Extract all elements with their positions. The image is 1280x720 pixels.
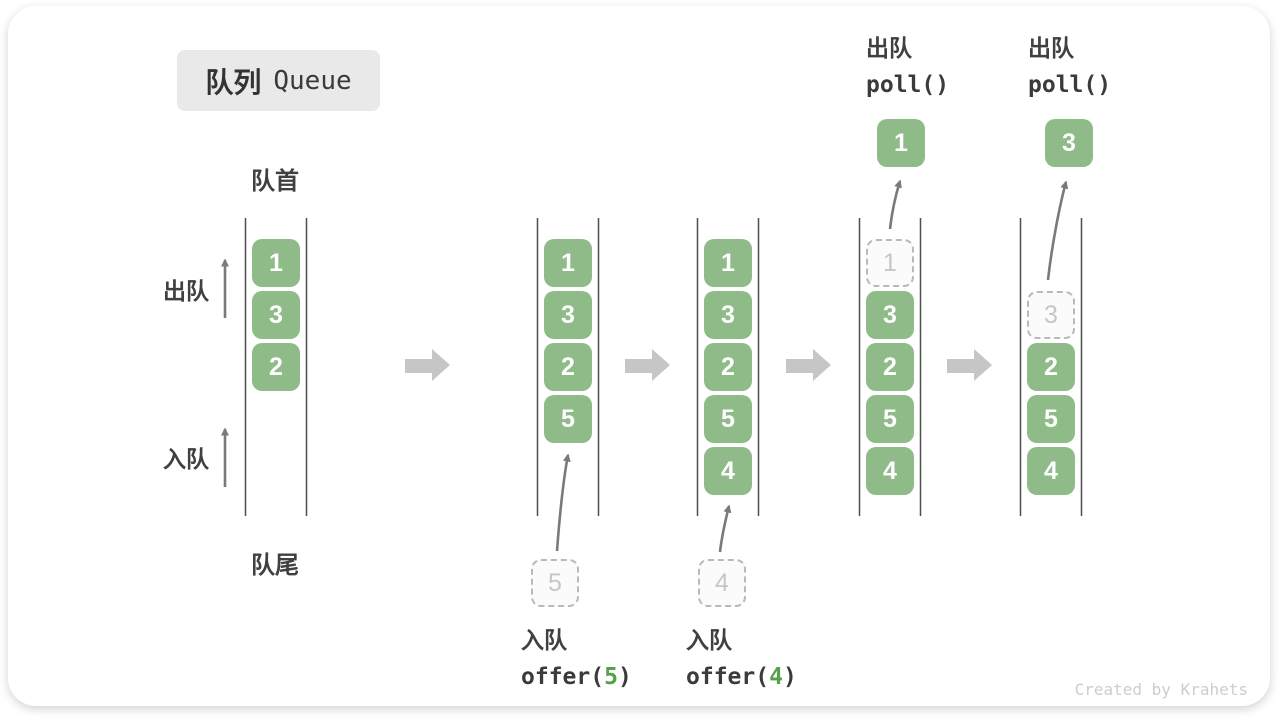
queue-item: 2 — [252, 343, 300, 391]
queue-item: 5 — [866, 395, 914, 443]
queue-item: 4 — [866, 447, 914, 495]
offer-label-zh: 入队 — [686, 627, 732, 653]
queue-item: 4 — [1027, 447, 1075, 495]
label-enqueue-side: 入队 — [163, 446, 209, 472]
incoming-item-ghost: 4 — [698, 559, 746, 607]
poll-label-code: poll() — [866, 72, 950, 98]
label-queue-front: 队首 — [251, 168, 299, 195]
queue-item: 3 — [544, 291, 592, 339]
watermark: Created by Krahets — [1074, 680, 1248, 699]
queue-item: 3 — [866, 291, 914, 339]
offer-label-code: offer(4) — [686, 664, 797, 690]
title-box: 队列 Queue — [177, 50, 380, 111]
flow-arrow — [405, 349, 450, 381]
queue-item: 3 — [704, 291, 752, 339]
label-dequeue-side: 出队 — [163, 278, 209, 304]
offer-arg: 5 — [604, 664, 618, 690]
queue-item: 3 — [252, 291, 300, 339]
offer-label-zh: 入队 — [521, 627, 567, 653]
poll-label-zh: 出队 — [866, 35, 912, 61]
label-queue-rear: 队尾 — [251, 552, 299, 579]
queue-item: 5 — [544, 395, 592, 443]
queue-item: 2 — [866, 343, 914, 391]
arrows-overlay — [221, 179, 1083, 553]
queue-item: 2 — [1027, 343, 1075, 391]
queue-item: 5 — [704, 395, 752, 443]
queue-item: 1 — [704, 239, 752, 287]
offer-arg: 4 — [769, 664, 783, 690]
queue-item: 1 — [252, 239, 300, 287]
poll-label-zh: 出队 — [1028, 35, 1074, 61]
offer-operation-label: 入队 offer(5) — [521, 622, 632, 696]
poll-operation-label: 出队 poll() — [1028, 30, 1111, 104]
polled-result-item: 1 — [877, 119, 925, 167]
polled-result-item: 3 — [1045, 119, 1093, 167]
dequeue-arrow — [888, 179, 902, 230]
queue-item: 2 — [544, 343, 592, 391]
queue-item: 4 — [704, 447, 752, 495]
flow-arrow — [786, 349, 831, 381]
queue-item: 2 — [704, 343, 752, 391]
incoming-item-ghost: 5 — [531, 559, 579, 607]
title-zh: 队列 — [205, 66, 262, 98]
queue-item-ghost: 3 — [1027, 291, 1075, 339]
dequeue-arrow — [1046, 180, 1069, 281]
flow-arrow — [625, 349, 670, 381]
offer-label-code: offer(5) — [521, 664, 632, 690]
enqueue-arrow — [718, 504, 732, 553]
queue-item: 5 — [1027, 395, 1075, 443]
poll-label-code: poll() — [1028, 72, 1112, 98]
offer-operation-label: 入队 offer(4) — [686, 622, 797, 696]
flow-arrow — [947, 349, 992, 381]
poll-operation-label: 出队 poll() — [866, 30, 949, 104]
title-en: Queue — [273, 65, 352, 96]
queue-item-ghost: 1 — [866, 239, 914, 287]
queue-item: 1 — [544, 239, 592, 287]
enqueue-arrow — [555, 453, 571, 552]
